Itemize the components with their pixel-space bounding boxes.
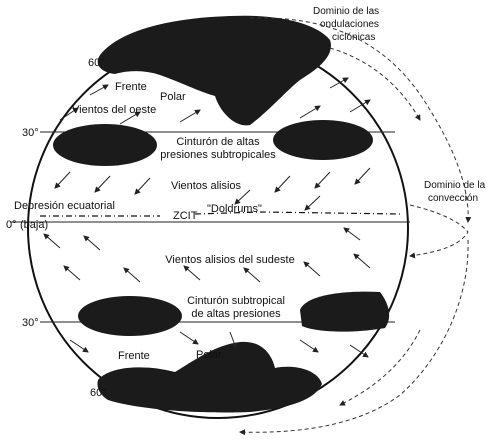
subtropical-high-north-west [53, 124, 157, 166]
southeast-trades-label: Vientos alisios del sudeste [165, 254, 294, 266]
itcz-label: ZCIT [173, 210, 198, 222]
convection-domain-label-line1: Dominio de la [424, 180, 486, 191]
equatorial-low-label-line2: (baja) [20, 219, 48, 231]
latitude-label-30s: 30° [22, 317, 39, 329]
southeast-trades-arrows [43, 227, 371, 283]
front-label-north: Frente [115, 81, 147, 93]
cyclonic-domain-label-line2: ondulaciones [320, 19, 379, 30]
cyclonic-domain-label-line1: Dominio de las [313, 6, 379, 17]
latitude-label-60s: 60° [90, 387, 107, 399]
equatorial-low-label-line1: Depresión ecuatorial [14, 200, 115, 212]
southern-westerlies-arrows [69, 331, 369, 358]
convection-domain-flow [409, 204, 469, 259]
subtropical-high-north-label-line1: Cinturón de altas [176, 136, 260, 148]
latitude-label-equator: 0° [6, 219, 17, 231]
polar-front-mass-south [97, 341, 323, 413]
cyclonic-domain-flow-south-inner [339, 329, 421, 406]
polar-label-south: Polar [196, 349, 222, 361]
subtropical-high-south-west [78, 296, 182, 336]
doldrums-label: "Doldrums" [207, 203, 262, 215]
subtropical-high-north-east [273, 120, 373, 160]
front-label-south: Frente [118, 350, 150, 362]
cyclonic-domain-flow-north-inner [329, 47, 421, 121]
latitude-label-60n: 60° [88, 57, 105, 69]
subtropical-high-north-label-line2: presiones subtropicales [160, 149, 276, 161]
trade-winds-arrows [54, 167, 371, 211]
latitude-label-30n: 30° [22, 127, 39, 139]
subtropical-high-south-east [300, 291, 390, 332]
polar-label-north: Polar [160, 91, 186, 103]
itcz-line [40, 211, 401, 217]
cyclonic-domain-label-line3: ciclónicas [332, 32, 375, 43]
polar-front-mass-north [97, 15, 331, 126]
cyclonic-domain-flow-north [249, 17, 472, 223]
subtropical-high-south-label-line1: Cinturón subtropical [187, 295, 285, 307]
convection-domain-label-line2: convección [428, 193, 478, 204]
westerlies-label: Vientos del oeste [72, 104, 156, 116]
subtropical-high-south-label-line2: de altas presiones [191, 308, 281, 320]
trade-winds-label: Vientos alisios [171, 180, 242, 192]
westerlies-arrows [59, 77, 371, 125]
